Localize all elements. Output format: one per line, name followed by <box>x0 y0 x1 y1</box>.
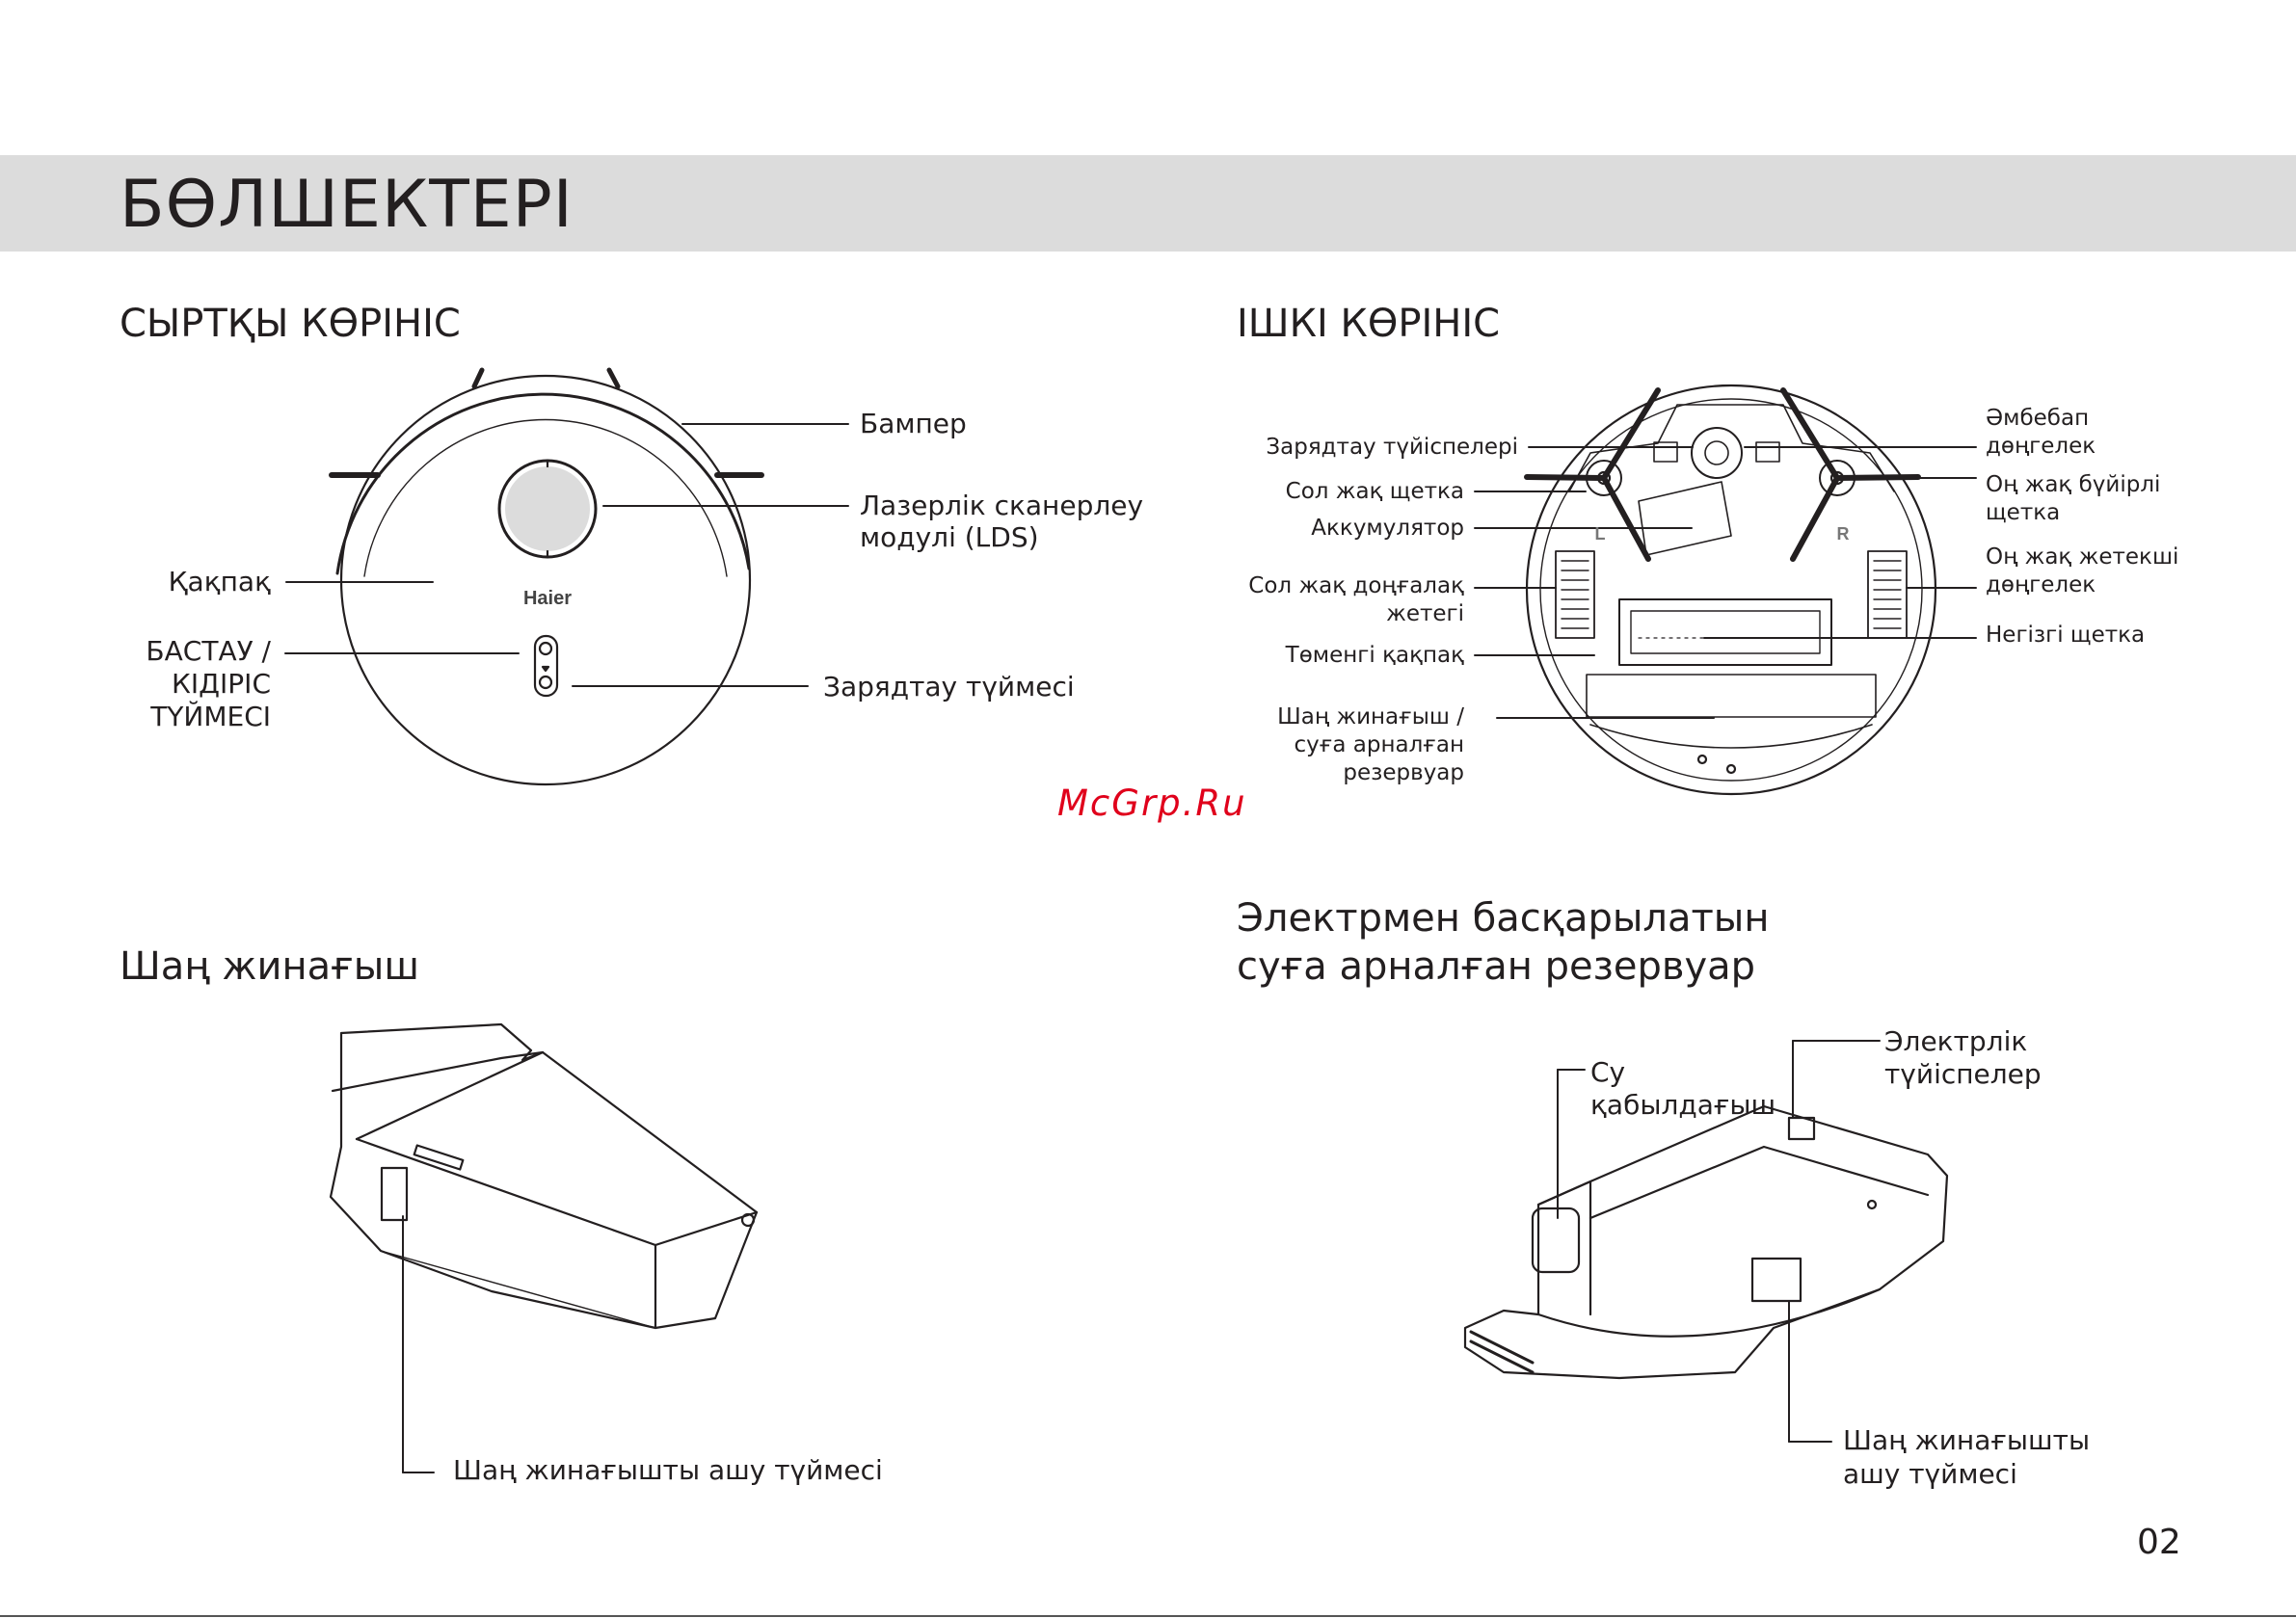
water-tank-heading-line1: Электрмен басқарылатын <box>1237 896 1770 941</box>
label-start-line2: КІДІРІС <box>172 668 271 700</box>
label-main-brush: Негізгі щетка <box>1986 623 2146 648</box>
page-number: 02 <box>2137 1523 2181 1562</box>
label-dustbin-line1: Шаң жинағыш / <box>1277 704 1464 729</box>
dust-collector-drawing <box>329 1022 759 1330</box>
label-right-wheel-line1: Оң жақ жетекші <box>1986 544 2179 570</box>
label-left-wheel-line1: Сол жақ доңғалақ <box>1248 573 1464 598</box>
bottom-rule <box>0 1615 2296 1617</box>
label-left-brush: Сол жақ щетка <box>1285 479 1464 504</box>
water-tank-heading-line2: суға арналған резервуар <box>1237 944 1756 989</box>
label-dustbin-line2: суға арналған <box>1294 732 1464 757</box>
label-right-wheel-line2: дөңгелек <box>1986 572 2096 597</box>
internal-view-heading: ІШКІ КӨРІНІС <box>1237 302 1501 346</box>
right-wheel-mark: R <box>1837 524 1850 544</box>
label-tank-open-button-line2: ашу түймесі <box>1843 1458 2017 1490</box>
label-charging-contacts: Зарядтау түйіспелері <box>1266 435 1518 460</box>
label-right-brush-line1: Оң жақ бүйірлі <box>1986 472 2161 497</box>
haier-logo: Haier <box>523 588 572 609</box>
water-tank-drawing <box>1463 1104 1949 1380</box>
label-electrical-contacts-line2: түйіспелер <box>1884 1058 2042 1090</box>
label-start-line1: БАСТАУ / <box>146 635 271 667</box>
label-water-inlet-line2: қабылдағыш <box>1590 1089 1776 1121</box>
label-charge-button: Зарядтау түймесі <box>823 671 1075 703</box>
left-wheel-mark: L <box>1595 524 1606 544</box>
label-dust-open-button: Шаң жинағышты ашу түймесі <box>453 1454 883 1486</box>
label-bottom-cover: Төменгі қақпақ <box>1285 643 1464 668</box>
label-universal-wheel-line2: дөңгелек <box>1986 434 2096 459</box>
label-left-wheel-line2: жетегі <box>1386 601 1464 626</box>
label-cover: Қақпақ <box>168 566 271 597</box>
label-dustbin-line3: резервуар <box>1343 760 1464 785</box>
robot-bottom-view <box>1524 384 1937 796</box>
label-bumper: Бампер <box>860 408 967 439</box>
label-electrical-contacts-line1: Электрлік <box>1884 1025 2028 1057</box>
label-water-inlet-line1: Су <box>1590 1056 1626 1088</box>
label-battery: Аккумулятор <box>1311 516 1464 541</box>
label-tank-open-button-line1: Шаң жинағышты <box>1843 1424 2091 1456</box>
external-view-heading: СЫРТҚЫ КӨРІНІС <box>120 302 461 346</box>
label-universal-wheel-line1: Әмбебап <box>1986 406 2090 431</box>
page-title: БӨЛШЕКТЕРІ <box>120 167 574 243</box>
label-lds-line2: модулі (LDS) <box>860 521 1039 553</box>
watermark: McGrp.Ru <box>1057 782 1247 824</box>
title-band <box>0 155 2296 252</box>
label-lds-line1: Лазерлік сканерлеу <box>860 490 1144 521</box>
label-start-line3: ТҮЙМЕСІ <box>150 701 271 732</box>
label-right-brush-line2: щетка <box>1986 500 2061 525</box>
dust-collector-heading: Шаң жинағыш <box>120 944 419 989</box>
robot-top-view <box>329 367 764 786</box>
